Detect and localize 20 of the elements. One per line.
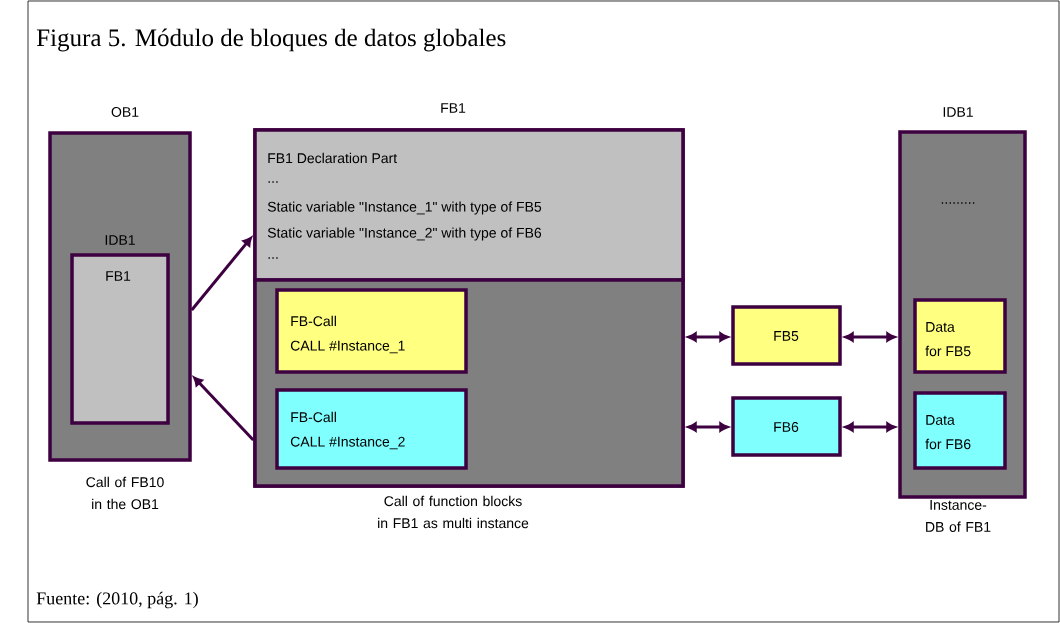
block-caption: Call of function blocks in FB1 as multi instance bbox=[378, 495, 529, 529]
source-note: Fuente: (2010, pág. 1) bbox=[36, 591, 198, 609]
arrow bbox=[687, 422, 729, 432]
declaration-panel: FB1 Declaration Part ... Static variable "Instance_1" with type of FB5 Static variable "Instance_2" with type of FB6 ... bbox=[253, 128, 685, 282]
node-label: IDB1 bbox=[105, 235, 135, 245]
arrow bbox=[844, 422, 896, 432]
block-caption: Instance-DB of FB1 bbox=[926, 500, 991, 532]
instance-box: IDB1 FB1 bbox=[70, 235, 170, 425]
data-box: Data for FB6 bbox=[913, 391, 1007, 470]
arrow bbox=[190, 236, 253, 311]
figure-title: Figura 5. Módulo de bloques de datos globales bbox=[36, 28, 506, 52]
arrow bbox=[687, 332, 729, 342]
data-box: Data for FB5 bbox=[913, 298, 1007, 374]
arrow bbox=[193, 376, 255, 442]
function-block-box: FB5 bbox=[731, 305, 842, 366]
block-caption: Call of FB10 in the OB1 bbox=[86, 476, 164, 510]
call-box: FB-Call CALL #Instance_2 bbox=[275, 388, 468, 470]
arrow bbox=[844, 332, 896, 342]
call-box: FB-Call CALL #Instance_1 bbox=[275, 288, 468, 374]
function-block-box: FB6 bbox=[731, 396, 842, 457]
